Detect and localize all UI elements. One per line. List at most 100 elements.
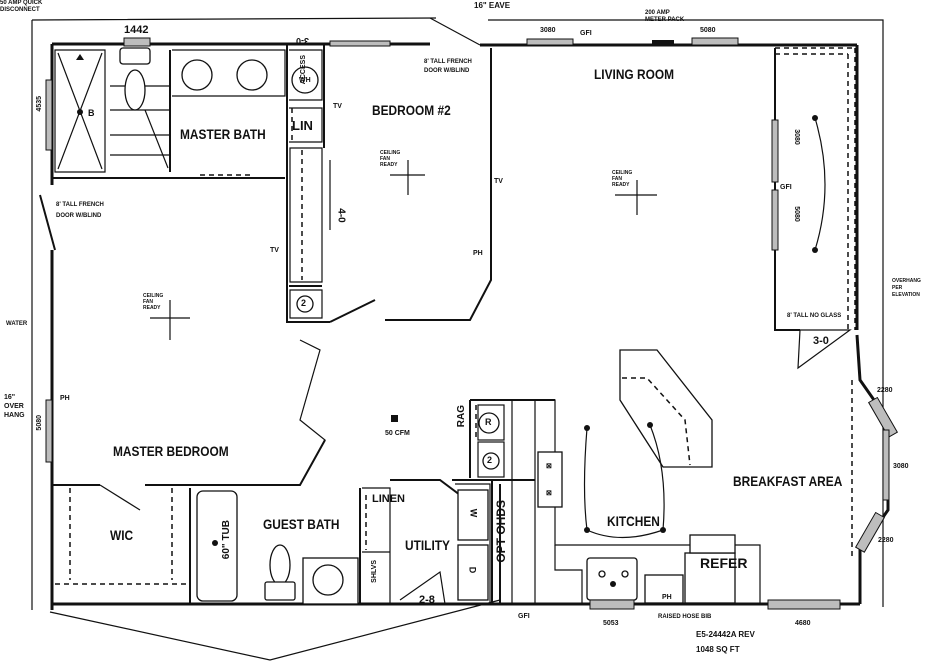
light-dot [647, 422, 653, 428]
fixture-shelves: SHLVS [371, 560, 378, 583]
room-bedroom-2: BEDROOM #2 [372, 102, 451, 118]
circle-2-kitchen [482, 452, 500, 470]
door-3-0-right [797, 329, 852, 370]
dim-window-5080-right: 5080 [792, 206, 800, 222]
toilet-bowl [124, 69, 146, 111]
annotation-ph-master: PH [60, 395, 70, 402]
annotation-tv-living: TV [494, 178, 503, 185]
annotation-tv-master: TV [270, 247, 279, 254]
island-dashed [622, 377, 691, 466]
circle-2-label: 2 [301, 298, 307, 308]
window-2280-a [867, 396, 899, 438]
room-wic: WIC [110, 527, 134, 543]
circle-2-kitchen-label: 2 [487, 455, 493, 465]
window-1442 [123, 37, 151, 47]
shower-b-label: B [88, 108, 95, 118]
window-4680 [767, 599, 841, 610]
dim-window-2280-a: 2280 [877, 387, 893, 394]
shower-drain-icon [77, 109, 83, 115]
light-dot [812, 247, 818, 253]
guest-bath [196, 487, 391, 605]
room-utility: UTILITY [405, 537, 450, 553]
utility-column [286, 44, 330, 323]
light-dot [584, 425, 590, 431]
room-guest-bath: GUEST BATH [263, 516, 340, 532]
annotation-water: WATER [6, 321, 28, 327]
fixture-dryer: D [467, 566, 478, 574]
sink-right [236, 59, 268, 91]
svg-text:⊠: ⊠ [546, 490, 552, 497]
dim-window-3080-top: 3080 [540, 27, 556, 34]
fixture-fan-cfm: 50 CFM [385, 430, 410, 437]
circle-2-bedroom [296, 295, 314, 313]
annotation-eave: 16" EAVE [474, 1, 511, 10]
window-bedroom2 [329, 40, 391, 47]
window-3080-right [771, 119, 779, 183]
annotation-tv-bedroom2: TV [333, 103, 342, 110]
dim-window-5053: 5053 [603, 620, 619, 627]
room-breakfast-area: BREAKFAST AREA [733, 473, 843, 489]
dim-door-4-0: 4-0 [335, 208, 347, 223]
fixture-lin: LIN [292, 118, 313, 133]
annotation-gfi-bottom: GFI [518, 613, 530, 620]
dim-window-1442: 1442 [124, 24, 149, 36]
annotation-ph-kitchen: PH [662, 594, 672, 601]
light-dot [584, 527, 590, 533]
kitchen-island [619, 349, 713, 468]
room-master-bedroom: MASTER BEDROOM [113, 443, 229, 459]
light-dot [660, 527, 666, 533]
dim-door-3-0-top: 3-0 [296, 36, 310, 46]
dining-arc [814, 117, 826, 251]
range-icon [478, 412, 500, 434]
plan-model: E5-24442A REV [696, 630, 755, 639]
window-5080-right [771, 189, 779, 251]
exhaust-fan-icon [391, 415, 398, 422]
window-2280-b [854, 511, 886, 553]
ceiling-fan-icon [150, 160, 657, 340]
water-heater [291, 66, 319, 94]
fixture-linen: LINEN [372, 493, 405, 505]
sink-left [181, 59, 213, 91]
dim-window-5080-left: 5080 [36, 415, 43, 431]
room-kitchen: KITCHEN [607, 513, 660, 529]
window-3080-top [526, 38, 574, 46]
fixture-washer: W [468, 508, 479, 518]
dim-window-5080-top: 5080 [700, 27, 716, 34]
overhang-dashed [775, 47, 856, 330]
wic-walls [55, 488, 191, 604]
annotation-ph-bedroom2: PH [473, 250, 483, 257]
window-5080-left [45, 399, 53, 463]
porch-roof-line [49, 599, 501, 661]
kitchen-light-arc [583, 424, 665, 539]
dim-door-3-0-right: 3-0 [813, 335, 829, 347]
fixture-tub: 60" TUB [221, 520, 232, 560]
shower-head-icon [76, 54, 84, 60]
annotation-gfi-right: GFI [780, 184, 792, 191]
master-bedroom-walls [39, 194, 326, 511]
utility-room [390, 479, 535, 605]
window-3080-bay [882, 429, 890, 501]
window-4535 [45, 79, 53, 151]
svg-text:⊠: ⊠ [546, 463, 552, 470]
fixture-access: ACCESS [300, 55, 307, 85]
window-5053 [589, 599, 635, 610]
dim-door-2-8: 2-8 [419, 594, 435, 606]
dim-window-2280-b: 2280 [878, 537, 894, 544]
fixture-rag: RAG [456, 405, 467, 428]
fixture-refer: REFER [700, 555, 748, 571]
dim-window-3080-bay: 3080 [893, 463, 909, 470]
fixture-opt-ohds: OPT OHDS [494, 500, 508, 563]
meter-pack-icon [652, 40, 674, 46]
fixture-range: R [485, 417, 492, 427]
window-5080-top [691, 37, 739, 46]
toilet-tank [119, 47, 151, 65]
